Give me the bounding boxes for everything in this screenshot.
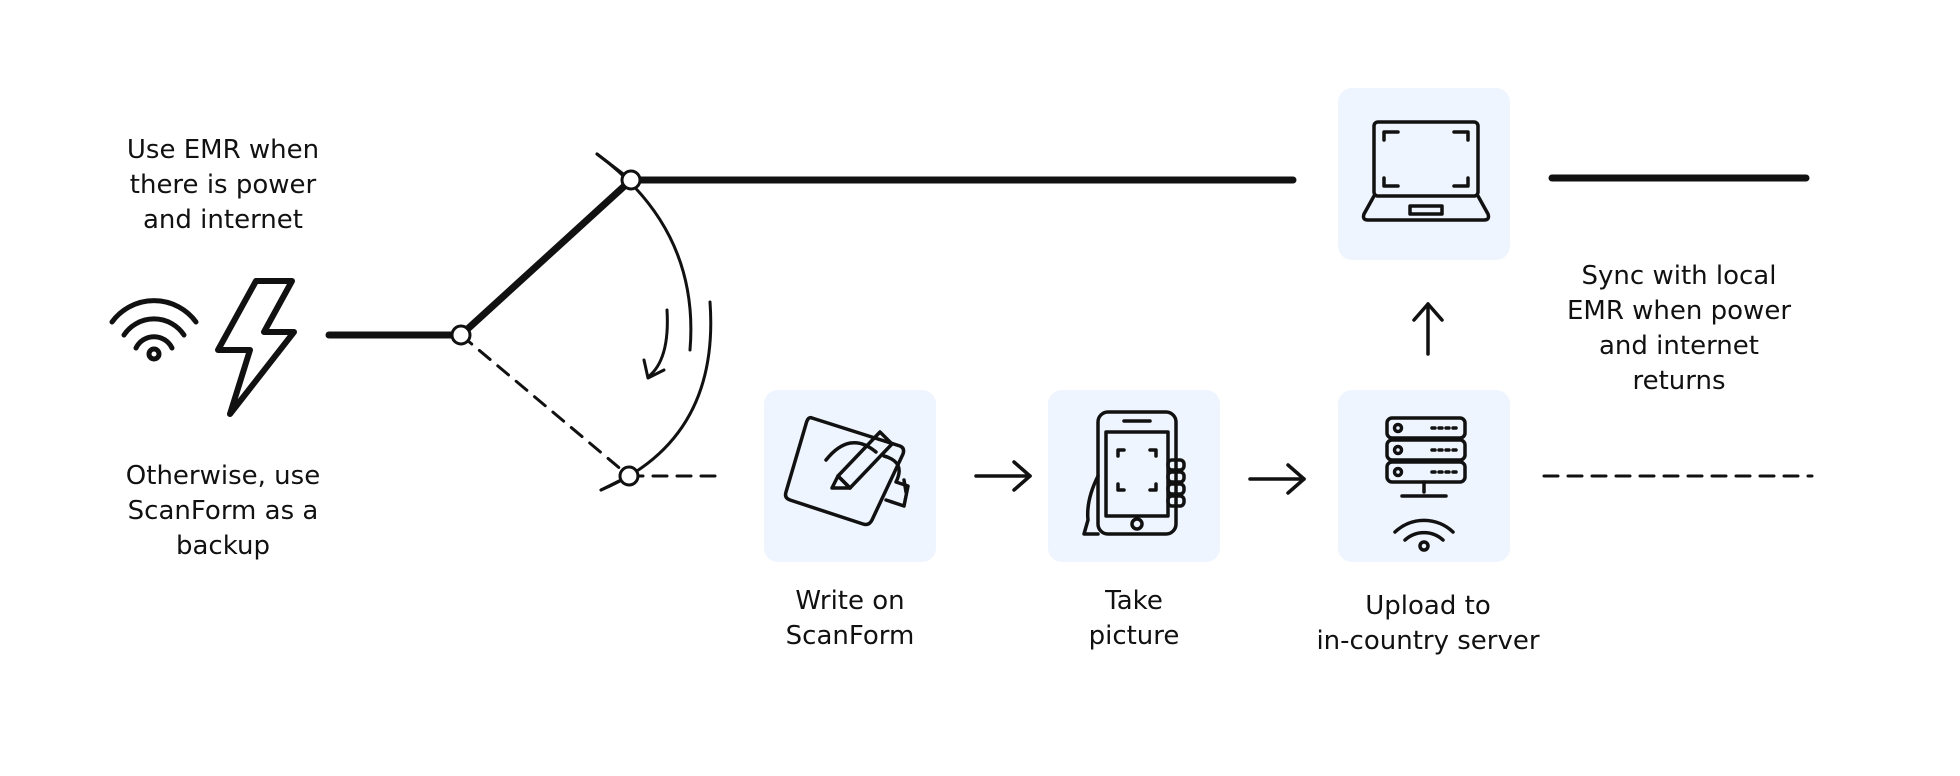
laptop-icon: [1361, 120, 1491, 222]
sync-label: Sync with local EMR when power and inter…: [1566, 261, 1792, 396]
form-icon-box: [764, 390, 936, 562]
server-icon-box: [1338, 390, 1510, 562]
wifi-icon: [109, 298, 199, 362]
phone-camera-icon: [1082, 410, 1186, 536]
laptop-icon-box: [1338, 88, 1510, 260]
upload-step-label: Upload to in-country server: [1316, 591, 1540, 656]
arrow-upload-to-sync: [1412, 302, 1444, 356]
arrow-write-to-picture: [974, 460, 1032, 492]
phone-icon-box: [1048, 390, 1220, 562]
write-step-label: Write on ScanForm: [785, 586, 915, 651]
switch-pivot: [450, 324, 472, 346]
emr-label: Use EMR when there is power and internet: [126, 135, 320, 235]
lightning-bolt-icon: [215, 278, 297, 417]
arrow-picture-to-upload: [1248, 463, 1306, 495]
picture-step-label: Take picture: [1088, 586, 1180, 651]
switch-contact-bottom: [618, 465, 640, 487]
switch-lines: [325, 174, 1814, 478]
backup-label: Otherwise, use ScanForm as a backup: [125, 461, 321, 561]
switch-arc: [595, 152, 713, 492]
server-wifi-icon: [1385, 416, 1467, 552]
hand-writing-form-icon: [783, 415, 910, 527]
switch-contact-top: [620, 169, 642, 191]
